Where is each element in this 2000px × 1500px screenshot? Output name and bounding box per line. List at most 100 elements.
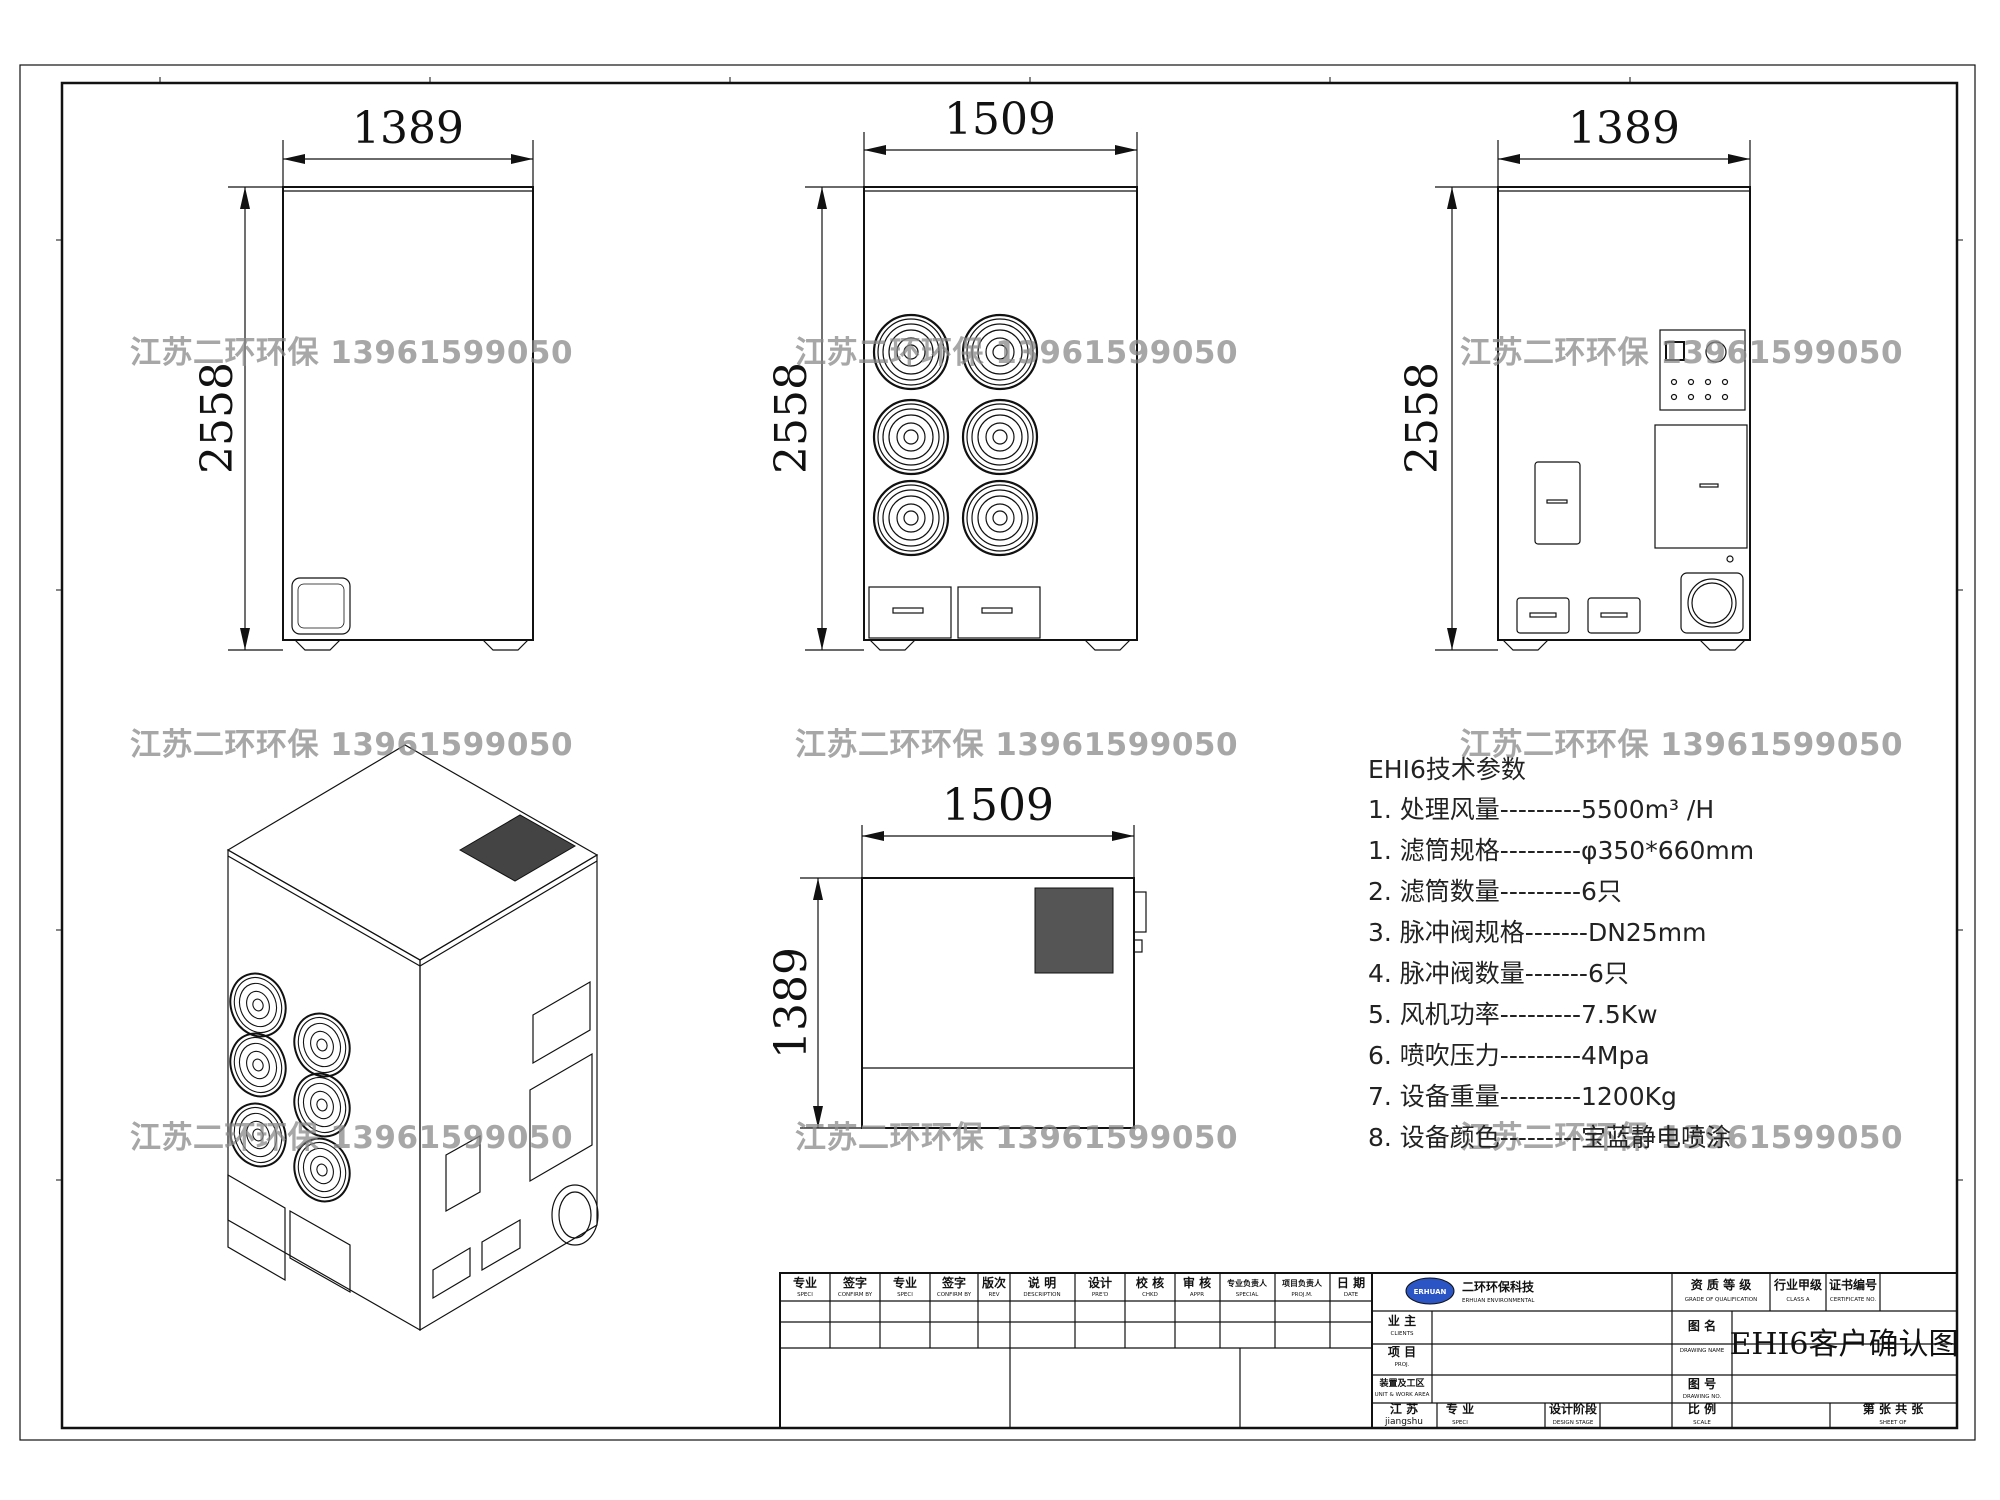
svg-text:CERTIFICATE NO.: CERTIFICATE NO. <box>1830 1297 1876 1303</box>
svg-text:审 核: 审 核 <box>1183 1275 1211 1290</box>
filter-cartridge <box>872 313 950 391</box>
svg-text:SCALE: SCALE <box>1693 1420 1711 1426</box>
svg-text:jiangshu: jiangshu <box>1384 1417 1423 1427</box>
right-upper-panel <box>1654 424 1748 549</box>
filter-cartridges <box>872 313 1039 557</box>
svg-text:DRAWING NAME: DRAWING NAME <box>1680 1348 1725 1354</box>
watermark-5: 江苏二环环保 13961599050 <box>795 727 1238 763</box>
iso-filter-cartridge <box>229 1102 287 1168</box>
svg-text:SPECIAL: SPECIAL <box>1236 1292 1260 1298</box>
svg-text:说 明: 说 明 <box>1028 1275 1056 1290</box>
svg-text:专 业: 专 业 <box>1446 1401 1474 1416</box>
svg-text:ERHUAN: ERHUAN <box>1414 1288 1447 1296</box>
svg-text:签字: 签字 <box>941 1275 966 1290</box>
svg-text:CLIENTS: CLIENTS <box>1391 1331 1414 1337</box>
svg-text:二环环保科技: 二环环保科技 <box>1462 1279 1535 1294</box>
iso-filter-cartridges <box>229 972 351 1203</box>
left-height-label: 2558 <box>192 362 243 474</box>
svg-text:APPR: APPR <box>1190 1292 1204 1298</box>
spec-item: 4. 脉冲阀数量-------6只 <box>1368 959 1629 988</box>
filter-cartridge <box>872 479 950 557</box>
spec-title: EHI6技术参数 <box>1368 755 1526 784</box>
svg-text:行业甲级: 行业甲级 <box>1773 1277 1822 1292</box>
spec-item: 8. 设备颜色---------宝蓝静电喷涂 <box>1368 1123 1731 1152</box>
svg-text:比 例: 比 例 <box>1688 1401 1716 1416</box>
spec-list: EHI6技术参数 1. 处理风量---------5500m³ /H 1. 滤筒… <box>1368 755 1754 1152</box>
company-logo: ERHUAN 二环环保科技 ERHUAN ENVIRONMENTAL <box>1405 1277 1535 1305</box>
iso-filter-cartridge <box>293 1137 351 1203</box>
fan-outlet <box>1680 572 1744 634</box>
svg-text:图 名: 图 名 <box>1688 1318 1716 1333</box>
svg-text:证书编号: 证书编号 <box>1829 1277 1877 1292</box>
svg-text:DRAWING NO.: DRAWING NO. <box>1683 1394 1722 1400</box>
control-box <box>1659 329 1746 411</box>
svg-text:项目负责人: 项目负责人 <box>1282 1278 1323 1288</box>
right-body <box>1497 186 1751 641</box>
right-height-label: 2558 <box>1397 362 1448 474</box>
iso-right-face <box>419 853 598 1332</box>
watermark-4: 江苏二环环保 13961599050 <box>130 727 573 763</box>
svg-text:PROJ.: PROJ. <box>1395 1362 1410 1368</box>
svg-text:GRADE OF QUALIFICATION: GRADE OF QUALIFICATION <box>1685 1297 1758 1303</box>
front-height-label: 2558 <box>766 362 817 474</box>
front-body <box>863 186 1138 641</box>
svg-text:CHKD: CHKD <box>1142 1292 1158 1298</box>
right-width-label: 1389 <box>1568 103 1680 154</box>
svg-text:装置及工区: 装置及工区 <box>1378 1377 1424 1389</box>
left-width-label: 1389 <box>352 103 464 154</box>
svg-text:签字: 签字 <box>842 1275 867 1290</box>
svg-text:项 目: 项 目 <box>1388 1345 1416 1359</box>
outer-border <box>19 64 1976 1441</box>
svg-text:日 期: 日 期 <box>1337 1275 1365 1290</box>
right-side-view: 1389 2558 <box>1397 103 1751 651</box>
iso-filter-cartridge <box>293 1012 351 1078</box>
svg-text:专业: 专业 <box>893 1275 917 1290</box>
svg-text:REV: REV <box>988 1292 999 1298</box>
spec-item: 2. 滤筒数量---------6只 <box>1368 877 1622 906</box>
svg-text:设计: 设计 <box>1088 1275 1112 1290</box>
iso-left-face <box>227 848 421 1332</box>
front-width-label: 1509 <box>944 94 1056 145</box>
iso-filter-cartridge <box>293 1072 351 1138</box>
svg-text:PROJ.M.: PROJ.M. <box>1291 1292 1313 1298</box>
svg-text:设计阶段: 设计阶段 <box>1549 1401 1598 1416</box>
svg-text:校 核: 校 核 <box>1136 1275 1164 1290</box>
svg-text:第 张 共 张: 第 张 共 张 <box>1863 1401 1925 1416</box>
iso-filter-cartridge <box>229 1032 287 1098</box>
watermark-2: 江苏二环环保 13961599050 <box>795 335 1238 371</box>
watermark-7: 江苏二环环保 13961599050 <box>130 1120 573 1156</box>
title-block: 专业 SPECI 签字 CONFIRM BY 专业 SPECI 签字 CONFI… <box>779 1272 1959 1429</box>
svg-text:版次: 版次 <box>982 1275 1006 1290</box>
spec-item: 6. 喷吹压力---------4Mpa <box>1368 1041 1650 1070</box>
svg-text:图 号: 图 号 <box>1688 1376 1716 1391</box>
svg-text:DESIGN STAGE: DESIGN STAGE <box>1553 1420 1594 1426</box>
top-body <box>861 877 1135 1129</box>
left-access-panel <box>291 577 351 635</box>
watermark-3: 江苏二环环保 13961599050 <box>1460 335 1903 371</box>
svg-text:专业负责人: 专业负责人 <box>1227 1278 1268 1288</box>
watermark-1: 江苏二环环保 13961599050 <box>130 335 573 371</box>
svg-text:ERHUAN ENVIRONMENTAL: ERHUAN ENVIRONMENTAL <box>1462 1298 1535 1304</box>
svg-text:SHEET OF: SHEET OF <box>1879 1420 1906 1426</box>
border-ticks <box>56 77 1963 1181</box>
spec-item: 7. 设备重量---------1200Kg <box>1368 1082 1677 1111</box>
front-view: 1509 2558 <box>766 94 1138 651</box>
svg-text:江 苏: 江 苏 <box>1390 1401 1418 1416</box>
iso-vent-grille <box>458 814 577 882</box>
front-hopper-door-1 <box>868 586 952 639</box>
svg-text:资 质 等 级: 资 质 等 级 <box>1691 1277 1752 1292</box>
top-depth-label: 1389 <box>766 947 817 1059</box>
drawing-title: EHI6客户确认图 <box>1730 1327 1959 1362</box>
filter-cartridge <box>961 313 1039 391</box>
svg-text:SPECI: SPECI <box>1452 1420 1468 1426</box>
watermark-9: 江苏二环环保 13961599050 <box>1460 1120 1903 1156</box>
svg-text:CONFIRM BY: CONFIRM BY <box>838 1292 873 1298</box>
isometric-view <box>226 744 599 1332</box>
svg-text:SPECI: SPECI <box>797 1292 813 1298</box>
svg-text:PRE'D: PRE'D <box>1092 1292 1108 1298</box>
left-side-view: 1389 2558 <box>192 103 534 651</box>
filter-cartridge <box>961 479 1039 557</box>
svg-text:业 主: 业 主 <box>1388 1313 1416 1328</box>
revision-headers: 专业 SPECI 签字 CONFIRM BY 专业 SPECI 签字 CONFI… <box>793 1275 1365 1298</box>
